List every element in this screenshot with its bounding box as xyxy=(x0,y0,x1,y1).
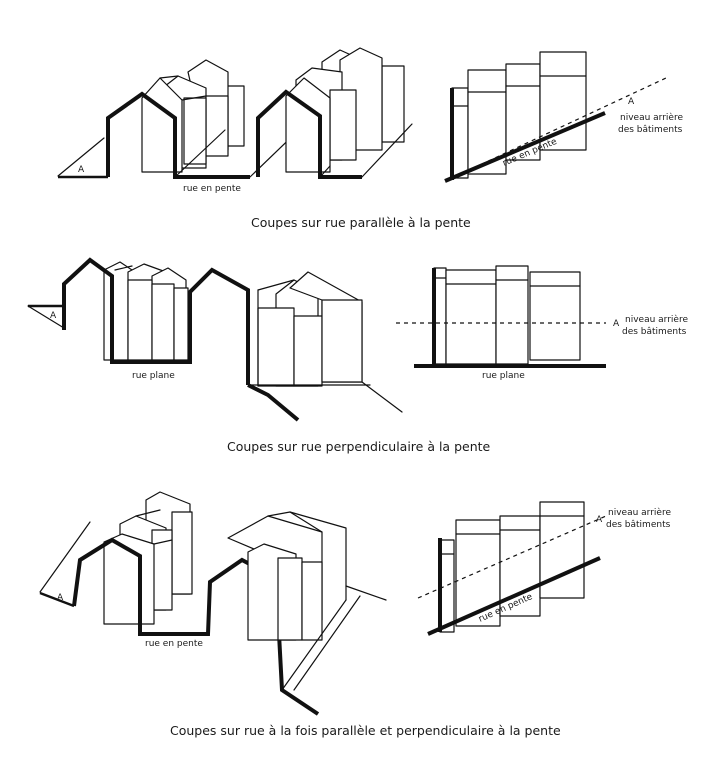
section-2: A rue plane xyxy=(27,257,688,454)
section-1-caption: Coupes sur rue parallèle à la pente xyxy=(251,215,471,230)
section-2-level-label-1: niveau arrière xyxy=(625,314,688,325)
section-1-level-label-2: des bâtiments xyxy=(618,125,683,135)
section-2-elevation: rue plane A niveau arrière des bâtiments xyxy=(396,265,688,381)
section-3-level-label-1: niveau arrière xyxy=(608,507,671,518)
section-3-elevation: rue en pente A niveau arrière des bâtime… xyxy=(417,501,671,636)
section-2-elevation-street-label: rue plane xyxy=(482,371,525,381)
section-3-elevation-point-label: A xyxy=(596,515,603,525)
section-2-caption: Coupes sur rue perpendiculaire à la pent… xyxy=(227,439,491,454)
section-3-street-label: rue en pente xyxy=(145,639,203,649)
section-3-point-label: A xyxy=(57,593,64,603)
section-1: A rue en pente xyxy=(57,47,683,230)
section-1-elevation: rue en pente A niveau arrière des bâtime… xyxy=(444,51,683,183)
section-3-perspective: A rue en pente xyxy=(39,491,387,716)
section-2-elevation-point-label: A xyxy=(613,319,620,329)
section-1-level-label-1: niveau arrière xyxy=(620,112,683,123)
section-1-point-label: A xyxy=(78,165,85,175)
section-2-level-label-2: des bâtiments xyxy=(622,327,687,337)
section-2-point-label: A xyxy=(50,311,57,321)
section-3: A rue en pente xyxy=(39,491,671,738)
section-2-perspective: A rue plane xyxy=(27,257,403,422)
section-2-street-label: rue plane xyxy=(132,371,175,381)
section-1-elevation-point-label: A xyxy=(628,97,635,107)
section-3-level-label-2: des bâtiments xyxy=(606,520,671,530)
section-1-street-label: rue en pente xyxy=(183,184,241,194)
section-1-perspective: A rue en pente xyxy=(57,47,413,194)
section-3-caption: Coupes sur rue à la fois parallèle et pe… xyxy=(170,723,561,738)
